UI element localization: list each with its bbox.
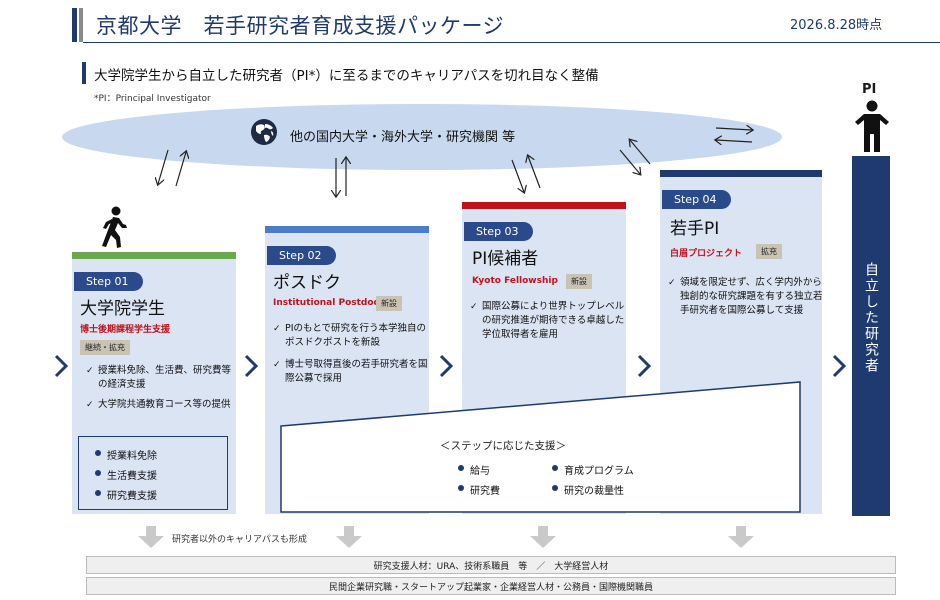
step-support-training: 育成プログラム [550,462,634,477]
step-badge-01: Step 01 [74,272,143,291]
step-bullet-02-1: PIのもとで研究を行う本学独自のポスドクポストを新設 [273,322,433,350]
date-stamp: 2026.8.28時点 [790,18,883,33]
step1-support-box: 授業料免除 生活費支援 研究費支援 [78,436,228,510]
chevron-right-icon [439,354,453,378]
down-arrow-icon [138,526,164,548]
career-band-2: 民間企業研究職・スタートアップ起業家・企業経営人材・公務員・国際機関職員 [86,577,896,595]
step-support-salary: 給与 [456,462,490,477]
step-badge-04: Step 04 [662,190,731,209]
step-support-funding: 研究費 [456,482,500,497]
step-title-03: PI候補者 [472,249,539,269]
support-item-living: 生活費支援 [93,467,157,482]
step-card-03-topbar [462,202,626,209]
pi-person-icon [855,100,889,152]
walking-person-icon [102,206,127,248]
institutions-label: 他の国内大学・海外大学・研究機関 等 [290,130,516,145]
step-card-02-topbar [265,226,429,233]
subtitle: 大学院学生から自立した研究者（PI*）に至るまでのキャリアパスを切れ目なく整備 [94,68,599,84]
pi-bar [852,156,890,516]
step-badge-03: Step 03 [464,222,533,241]
step-support-title: ＜ステップに応じた支援＞ [440,440,566,452]
support-item-tuition: 授業料免除 [93,447,157,462]
step-card-01-topbar [72,252,236,259]
step-program-03: Kyoto Fellowship [472,276,558,286]
pi-label: PI [862,82,877,97]
down-arrow-icon [728,526,754,548]
header-divider [83,42,940,43]
header-accent-bar-grey [79,8,83,42]
step-tag-02: 新設 [376,296,402,311]
chevron-right-icon [54,354,68,378]
footnote: *PI：Principal Investigator [94,94,211,104]
step-support-shape [280,381,801,513]
globe-icon [251,119,277,145]
step-title-01: 大学院学生 [80,299,165,319]
step-bullet-01-1: 授業料免除、生活費、研究費等の経済支援 [86,364,238,392]
step-bullet-02-2: 博士号取得直後の若手研究者を国際公募で採用 [273,358,433,386]
step-program-02: Institutional Postdoc [273,298,379,308]
step-tag-03: 新設 [566,274,592,289]
step-card-04-topbar [660,170,822,177]
step-badge-02: Step 02 [267,246,336,265]
down-arrow-icon [336,526,362,548]
chevron-right-icon [637,354,651,378]
step-bullet-03-1: 国際公募により世界トップレベルの研究推進が期待できる卓越した学位取得者を雇用 [470,300,632,342]
step-program-01: 博士後期課程学生支援 [80,325,171,335]
pi-bar-text: 自立した研究者 [863,262,879,374]
step-title-02: ポスドク [273,273,341,293]
career-band-1: 研究支援人材：URA、技術系職員 等 ／ 大学経営人材 [86,556,896,574]
step-title-04: 若手PI [670,219,720,239]
page-title: 京都大学 若手研究者育成支援パッケージ [96,14,505,38]
step-support-autonomy: 研究の裁量性 [550,482,624,497]
step-bullet-01-2: 大学院共通教育コース等の提供 [86,398,238,412]
header-accent-bar [72,8,77,42]
subtitle-accent-bar [82,62,86,84]
step-program-04: 白眉プロジェクト [670,249,743,259]
step-bullet-04-1: 領域を限定せず、広く学内外から独創的な研究課題を有する独立若手研究者を国際公募し… [668,276,828,318]
chevron-right-icon [244,354,258,378]
career-note: 研究者以外のキャリアパスも形成 [172,535,307,545]
support-item-research: 研究費支援 [93,487,157,502]
down-arrow-icon [530,526,556,548]
step-tag-01: 継続・拡充 [80,340,130,355]
chevron-right-icon [832,354,846,378]
step-tag-04: 拡充 [756,244,782,259]
